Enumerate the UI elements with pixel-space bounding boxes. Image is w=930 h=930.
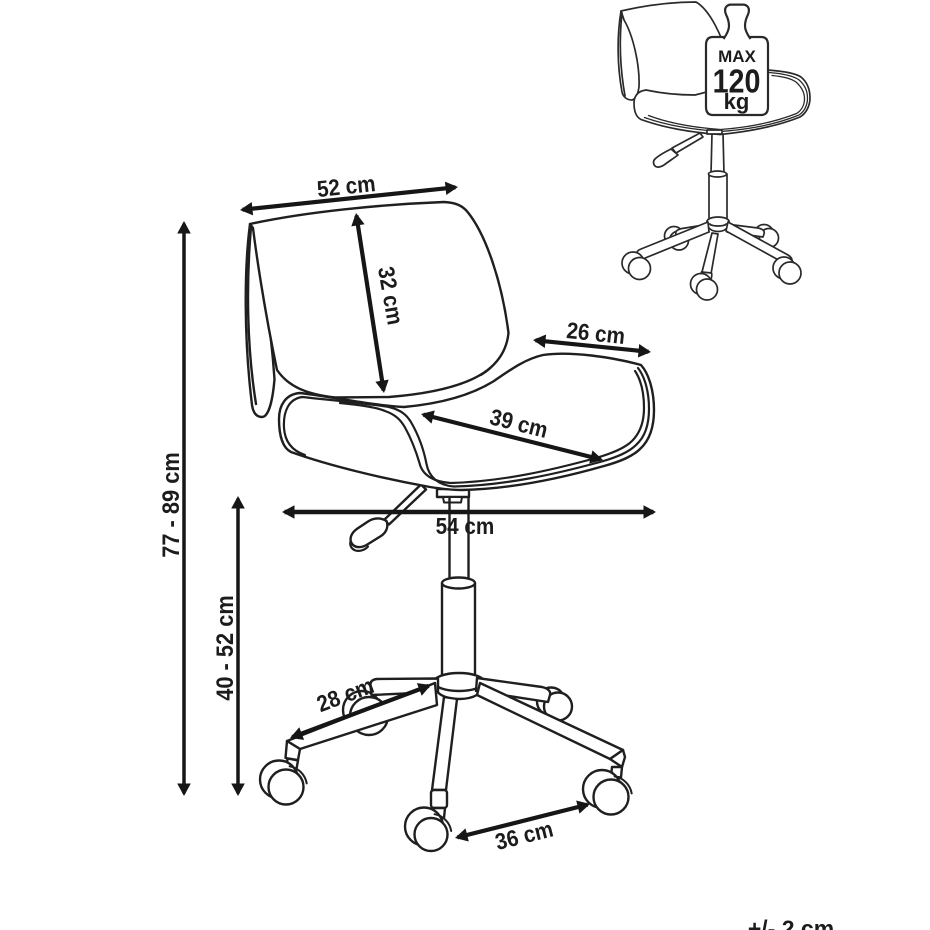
svg-text:77 - 89 cm: 77 - 89 cm (157, 452, 184, 558)
svg-text:MAX: MAX (718, 47, 756, 66)
svg-text:40 - 52 cm: 40 - 52 cm (211, 595, 238, 701)
svg-text:kg: kg (724, 89, 750, 114)
svg-text:120: 120 (713, 63, 761, 100)
svg-text:54 cm: 54 cm (436, 513, 495, 539)
svg-text:+/- 2 cm: +/- 2 cm (748, 916, 834, 930)
svg-text:26 cm: 26 cm (565, 317, 626, 349)
svg-text:52 cm: 52 cm (316, 170, 377, 202)
